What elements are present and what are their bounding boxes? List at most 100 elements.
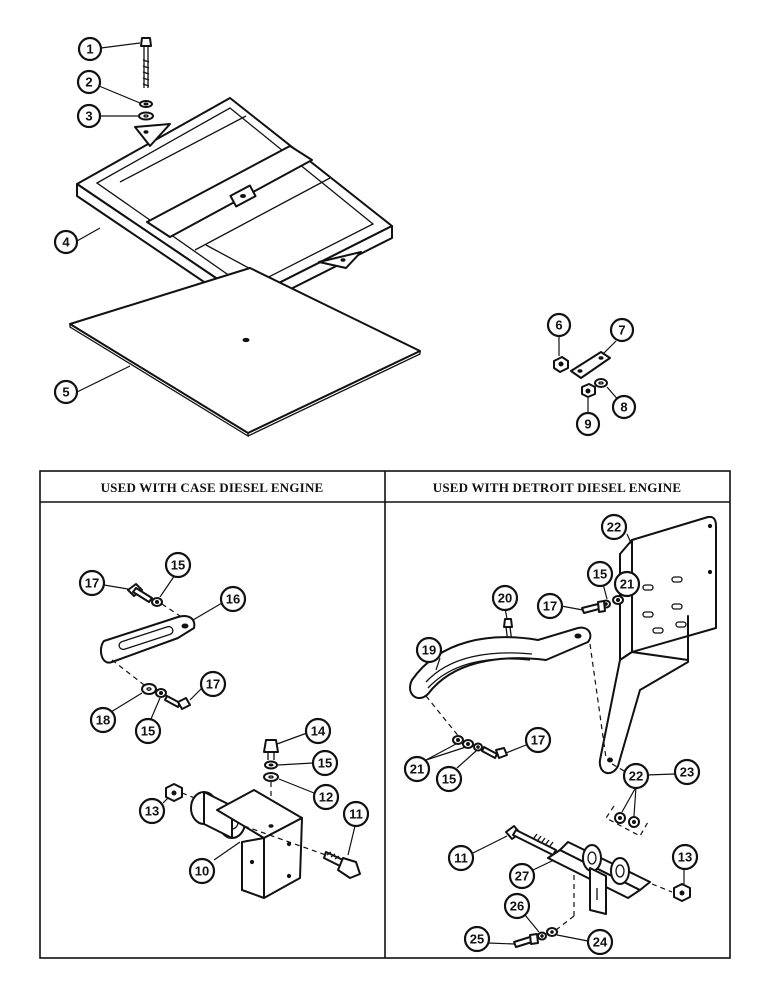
callout-4: 4	[53, 229, 79, 255]
strap-7	[570, 351, 611, 379]
svg-text:8: 8	[620, 400, 627, 415]
callout-16: 16	[219, 585, 247, 613]
lockwasher-15-lower	[155, 688, 167, 698]
callout-14: 14	[304, 717, 332, 745]
washer-21-upper	[612, 595, 624, 605]
callout-17-left-upper: 17	[78, 569, 106, 597]
callout-25: 25	[463, 925, 491, 953]
left-panel-title: USED WITH CASE DIESEL ENGINE	[101, 480, 324, 495]
washer-8	[594, 378, 608, 388]
lockwasher-15-upper	[151, 597, 163, 607]
callout-15-left-lower: 15	[134, 717, 162, 745]
callout-15-right-upper: 15	[586, 560, 614, 588]
washers-22	[605, 805, 649, 837]
svg-text:15: 15	[442, 772, 456, 787]
svg-text:25: 25	[470, 932, 484, 947]
callout-22-right-lower: 22	[622, 762, 650, 790]
lockwasher-26	[537, 931, 547, 941]
svg-text:19: 19	[422, 643, 436, 658]
svg-text:1: 1	[86, 42, 93, 57]
callout-15-right-lower: 15	[435, 765, 463, 793]
svg-text:23: 23	[680, 765, 694, 780]
lockwasher-15-right-lower	[473, 742, 483, 752]
washer-24	[546, 927, 558, 937]
svg-text:24: 24	[593, 935, 608, 950]
svg-text:13: 13	[678, 850, 692, 865]
svg-text:15: 15	[141, 724, 155, 739]
cap-screw-17-right-lower	[481, 746, 508, 759]
svg-text:17: 17	[206, 677, 220, 692]
hex-nut-6	[553, 356, 569, 373]
svg-text:17: 17	[85, 576, 99, 591]
svg-text:2: 2	[85, 75, 92, 90]
cap-screw-11-right	[505, 825, 557, 856]
washer-12	[263, 772, 279, 782]
svg-text:12: 12	[319, 790, 333, 805]
svg-text:18: 18	[96, 713, 110, 728]
callout-8: 8	[611, 394, 637, 420]
svg-text:10: 10	[195, 864, 209, 879]
svg-text:15: 15	[593, 567, 607, 582]
callout-17-right-lower: 17	[524, 726, 552, 754]
callout-6: 6	[546, 312, 572, 338]
callout-1: 1	[77, 36, 103, 62]
svg-text:11: 11	[349, 807, 363, 822]
mounting-bracket-10	[190, 789, 303, 899]
svg-text:14: 14	[311, 724, 326, 739]
callout-19: 19	[415, 636, 443, 664]
cap-screw-11	[323, 851, 361, 879]
svg-text:21: 21	[620, 577, 634, 592]
callout-21-right-lower: 21	[403, 755, 431, 783]
callout-24: 24	[586, 928, 614, 956]
callout-11-left: 11	[342, 800, 370, 828]
cap-screw-17-right-upper	[581, 600, 606, 614]
cap-screw-14	[263, 739, 279, 760]
callout-2: 2	[76, 69, 102, 95]
bracket-27	[547, 841, 651, 916]
callout-11-right: 11	[447, 844, 475, 872]
callout-18: 18	[89, 706, 117, 734]
callout-9: 9	[575, 411, 601, 437]
callout-12: 12	[312, 783, 340, 811]
washer-18	[141, 683, 157, 695]
lockwasher-15-right	[264, 760, 278, 770]
slotted-link-16	[99, 615, 196, 664]
svg-text:20: 20	[498, 591, 512, 606]
cap-screw-1	[140, 37, 152, 88]
washer-3	[138, 111, 154, 121]
svg-text:22: 22	[629, 769, 643, 784]
callout-13-right: 13	[671, 843, 699, 871]
seat-pad-5	[69, 267, 421, 438]
svg-text:5: 5	[62, 385, 69, 400]
curved-link-19	[409, 626, 592, 699]
svg-text:17: 17	[531, 733, 545, 748]
callout-20: 20	[491, 584, 519, 612]
svg-text:6: 6	[555, 318, 562, 333]
cap-screw-17-upper	[127, 583, 153, 603]
svg-text:3: 3	[85, 109, 92, 124]
svg-text:13: 13	[145, 804, 159, 819]
svg-text:7: 7	[618, 323, 625, 338]
callout-27: 27	[508, 862, 536, 890]
callout-22-right-upper: 22	[600, 513, 628, 541]
svg-text:15: 15	[171, 558, 185, 573]
hex-nut-9	[581, 383, 596, 398]
callout-17-left-lower: 17	[199, 670, 227, 698]
svg-text:16: 16	[226, 592, 240, 607]
callout-26: 26	[503, 892, 531, 920]
cap-screw-25	[513, 933, 539, 948]
hex-nut-13	[165, 783, 183, 802]
lockwasher-2	[139, 100, 153, 108]
callout-3: 3	[76, 103, 102, 129]
svg-text:4: 4	[62, 235, 70, 250]
svg-text:15: 15	[318, 756, 332, 771]
callout-13-left: 13	[138, 797, 166, 825]
svg-text:26: 26	[510, 899, 524, 914]
callout-5: 5	[53, 379, 79, 405]
callout-17-right-upper: 17	[536, 592, 564, 620]
callout-7: 7	[609, 317, 635, 343]
cap-screw-17-lower	[164, 695, 191, 710]
panels-frame	[39, 470, 731, 959]
svg-text:17: 17	[543, 599, 557, 614]
